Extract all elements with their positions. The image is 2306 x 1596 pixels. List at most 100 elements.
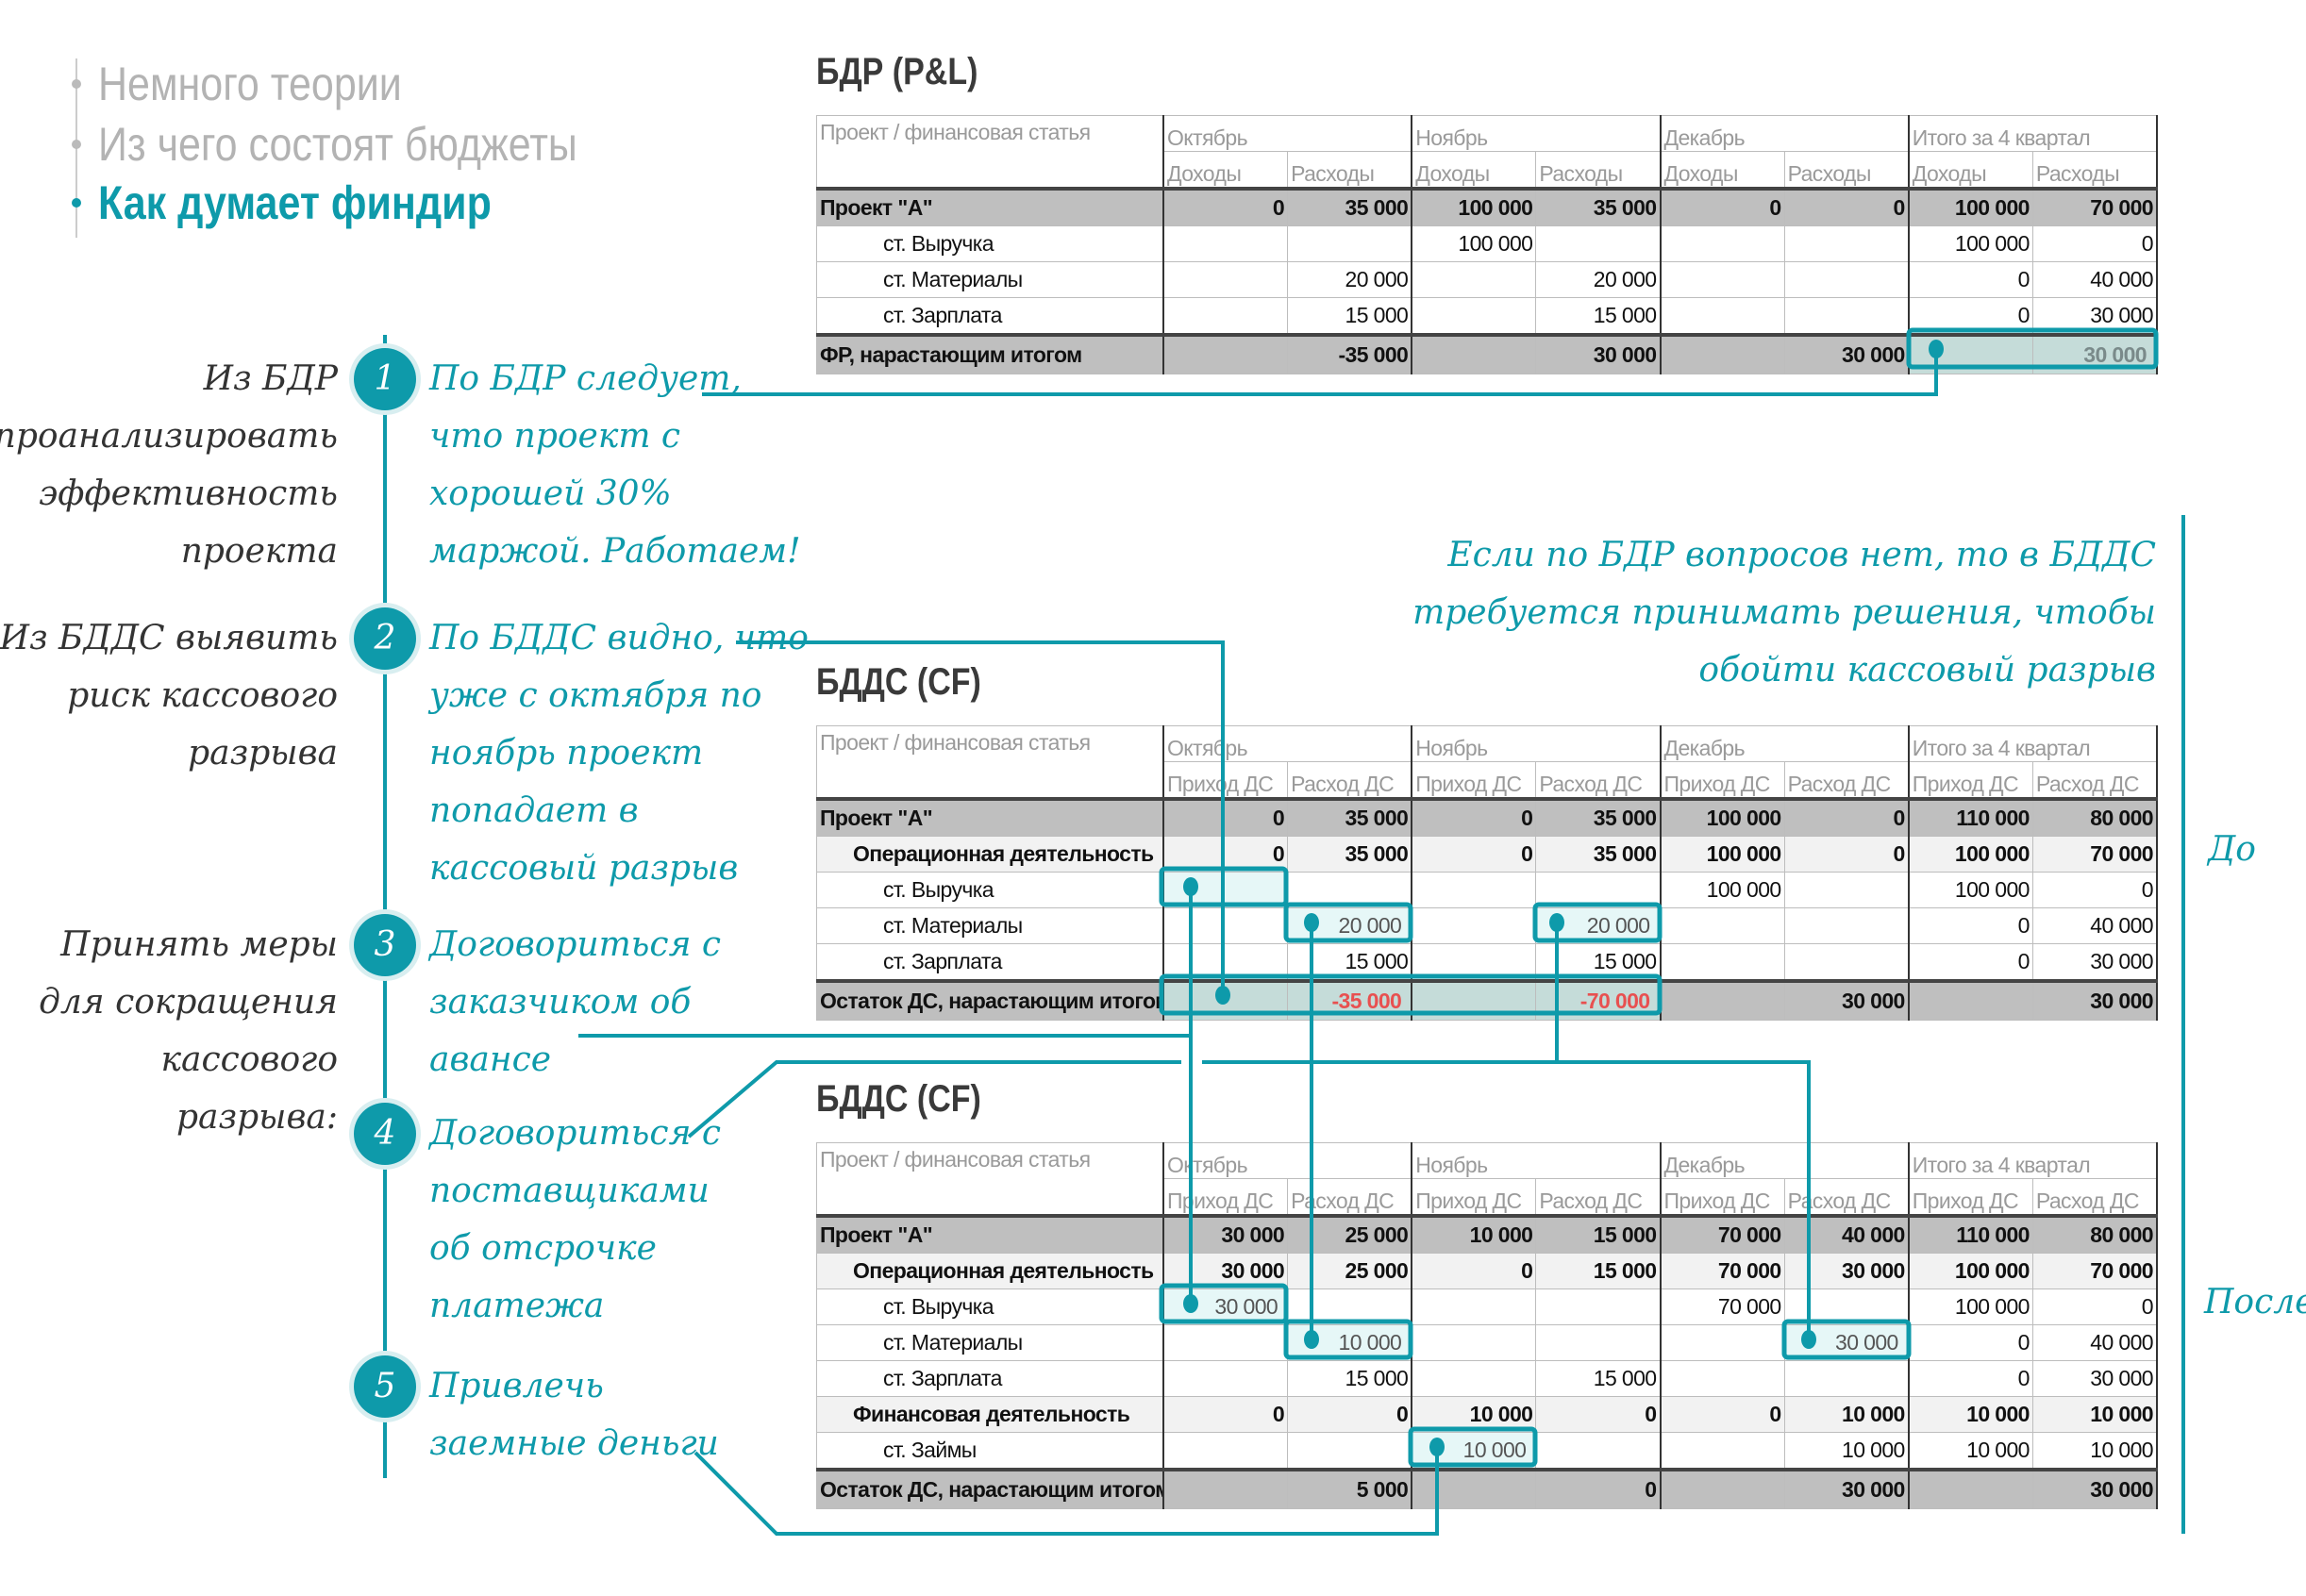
row-label: ст. Займы [816, 1432, 1164, 1471]
cell: 35 000 [1287, 797, 1413, 837]
cell: 0 [1411, 836, 1537, 873]
cell: 0 [1162, 187, 1289, 226]
subheader: Доходы [1660, 151, 1785, 190]
cell [1535, 1324, 1662, 1361]
cell [1162, 943, 1289, 982]
cell [1411, 943, 1537, 982]
cell [1411, 1324, 1537, 1361]
cell: 80 000 [2031, 1214, 2158, 1254]
cell: 0 [1411, 1253, 1537, 1289]
cell: 40 000 [2031, 907, 2158, 944]
cell: 35 000 [1535, 187, 1662, 226]
nav-item-theory[interactable]: Немного теории [98, 58, 402, 110]
cell: 15 000 [1287, 297, 1413, 336]
cell: 10 000 [1287, 1324, 1413, 1361]
cell: 100 000 [1660, 836, 1785, 873]
step-action-line: заказчиком об [429, 983, 692, 1022]
cell: 0 [1908, 907, 2033, 944]
cell: 100 000 [1660, 872, 1785, 908]
row-label: ст. Материалы [816, 1324, 1164, 1361]
cell [1411, 907, 1537, 944]
step-5-badge: 5 [354, 1355, 416, 1418]
step-goal-line: проанализировать [0, 417, 338, 456]
cell: 40 000 [1783, 1214, 1910, 1254]
subheader: Приход ДС [1411, 761, 1537, 800]
row-label: Остаток ДС, нарастающим итогом [816, 1468, 1164, 1509]
cell: 0 [1162, 797, 1289, 837]
nav-bullet [72, 140, 81, 149]
cell: 0 [1783, 797, 1910, 837]
cell: 40 000 [2031, 1324, 2158, 1361]
cell [1162, 979, 1289, 1021]
step-action-line: Договориться с [429, 925, 722, 964]
subheader: Приход ДС [1411, 1178, 1537, 1217]
nav-item-cfo-thinking[interactable]: Как думает финдир [98, 176, 492, 229]
cell [1660, 333, 1785, 374]
cell: 30 000 [1783, 979, 1910, 1021]
cell: 10 000 [1411, 1396, 1537, 1433]
step-goal-line: Из БДДС выявить [0, 619, 338, 657]
cell: 0 [1535, 1396, 1662, 1433]
cell [1535, 872, 1662, 908]
cell: 0 [2031, 1288, 2158, 1325]
subheader: Приход ДС [1660, 1178, 1785, 1217]
note-line: Если по БДР вопросов нет, то в БДДС [1447, 536, 2156, 574]
subheader: Приход ДС [1162, 761, 1289, 800]
cell: 10 000 [2031, 1396, 2158, 1433]
subheader: Расход ДС [1535, 1178, 1662, 1217]
subheader: Приход ДС [1908, 1178, 2033, 1217]
step-action-line: ноябрь проект [429, 734, 704, 773]
step-goal-line: разрыва: [175, 1098, 338, 1137]
cell: 40 000 [2031, 261, 2158, 298]
cell: 0 [1162, 1396, 1289, 1433]
cell [1162, 1360, 1289, 1397]
cell [1162, 1432, 1289, 1471]
month-header: Итого за 4 квартал [1908, 725, 2159, 762]
bdds-after-table-title: БДДС (CF) [816, 1078, 981, 1120]
month-header: Декабрь [1659, 725, 1910, 762]
label-after: После [2204, 1283, 2306, 1322]
step-4-badge: 4 [354, 1103, 416, 1165]
cell: 100 000 [1411, 187, 1537, 226]
cell: 30 000 [1783, 1468, 1910, 1509]
cell: 20 000 [1535, 261, 1662, 298]
cell: 100 000 [1908, 225, 2033, 262]
cell [1411, 333, 1537, 374]
cell: 15 000 [1535, 943, 1662, 982]
month-header: Декабрь [1659, 1142, 1910, 1179]
month-header: Октябрь [1162, 1142, 1413, 1179]
step-3-badge: 3 [354, 914, 416, 976]
cell: 0 [1908, 1324, 2033, 1361]
cell: 80 000 [2031, 797, 2158, 837]
cell: 10 000 [2031, 1432, 2158, 1471]
cell: 20 000 [1287, 261, 1413, 298]
nav-item-budgets[interactable]: Из чего состоят бюджеты [98, 118, 577, 171]
cell: 15 000 [1535, 1360, 1662, 1397]
cell: 15 000 [1535, 1214, 1662, 1254]
step-goal-line: кассового [160, 1040, 338, 1079]
cell: 0 [2031, 225, 2158, 262]
cell: 100 000 [1411, 225, 1537, 262]
cell [1411, 1468, 1537, 1509]
cell [1660, 907, 1785, 944]
step-goal-line: риск кассового [67, 676, 338, 715]
step-goal-line: проекта [180, 532, 338, 571]
cell: 0 [1660, 187, 1785, 226]
month-header: Октябрь [1162, 725, 1413, 762]
subheader: Расходы [1287, 151, 1413, 190]
cell: 15 000 [1287, 1360, 1413, 1397]
timeline-line [383, 335, 387, 1478]
cell: 0 [1908, 297, 2033, 336]
step-action-line: что проект с [429, 417, 681, 456]
cell [1162, 872, 1289, 908]
row-label: Проект "А" [816, 187, 1164, 226]
cell: 30 000 [1783, 333, 1910, 374]
